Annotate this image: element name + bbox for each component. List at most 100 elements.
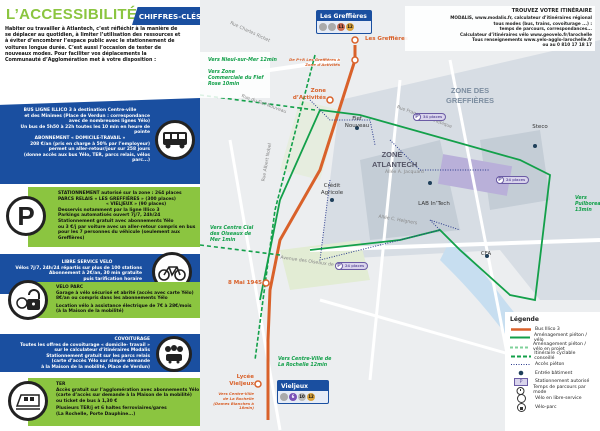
parking-icon: P (6, 196, 46, 236)
bikepark-line-1: Garage à vélo sécurisé et abrité (accès … (56, 290, 194, 296)
bikeshare-line-1: Vélos 7j/7, 24h/24 répartis sur plus de … (15, 265, 142, 271)
stopwatch-icon (510, 386, 530, 395)
bus-line-5: 208 €/an (pris en charge à 50% par l’emp… (30, 141, 150, 147)
legend-entrance: Entrée bâtiment (510, 369, 595, 378)
legend: Légende Bus Illico 3 Aménagement piéton … (505, 312, 600, 431)
legend-time: Temps de parcours par mode (510, 385, 595, 396)
bikepark-line-2: 8€/an ou compris dans les abonnements Yé… (56, 296, 168, 302)
train-line-5: (La Rochelle, Porte Dauphine...) (56, 411, 136, 417)
bikeshare-line-0: LIBRE SERVICE VELO (61, 260, 113, 265)
info-line: tous modes (bus, trains, covoiturage ...… (493, 20, 592, 26)
carpool-icon (156, 336, 192, 372)
legend-label: Bus Illico 3 (535, 326, 560, 332)
title-row: L’ACCESSIBILITÉ CHIFFRES-CLÉS (0, 4, 202, 26)
train-icon (8, 381, 48, 421)
legend-label: Aménagement piéton / vélo en projet (533, 342, 586, 352)
dest-centre-ville: Vers Centre-Ville de La Rochelle 12min (278, 357, 332, 368)
place-steco: Steco (532, 124, 548, 130)
carpool-line-3: Stationnement gratuit sur les parcs rela… (46, 353, 150, 359)
legend-cycle: Itinéraire cyclable conseillé (510, 351, 595, 362)
zone-greffieres-label: ZONE DES GREFFIÈRES (446, 86, 494, 105)
bikepark-line-4: (à la Maison de la mobilité) (56, 309, 124, 315)
parking-line-0: STATIONNEMENT autorisé sur la zone : 264… (58, 191, 182, 196)
line-12-badge: 12 (307, 393, 315, 401)
dest-puilboreau: Vers Puilboreau 13min (575, 196, 600, 213)
legend-project: Aménagement piéton / vélo en projet (510, 342, 595, 352)
train-line-2: (carte d’accès sur demande à la Maison d… (56, 393, 192, 399)
train-block: TER Accès gratuit sur l’agglomération av… (28, 378, 200, 426)
legend-title: Légende (510, 316, 539, 323)
legend-label: Itinéraire cyclable conseillé (534, 351, 576, 362)
bike-lock-icon (8, 280, 48, 320)
legend-green: Aménagement piéton / vélo (510, 333, 595, 343)
legend-label: Temps de parcours par mode (533, 385, 586, 396)
dot-icon (510, 370, 532, 376)
place-fief-nouveau: Fief Nouveau (344, 116, 370, 129)
map[interactable]: ZONE DES GREFFIÈRES ZONE ATLANTECH Fief … (200, 0, 600, 431)
parking-count: 24 places (345, 264, 365, 268)
street-label: Allée A. Jacquard (385, 170, 424, 175)
parking-line-1: PARCS RELAIS « LES GREFFIÈRES » (300 pla… (58, 196, 176, 202)
legend-label: Accès piéton (535, 362, 565, 368)
bus-line-6: permet un aller-retour/jour sur 258 jour… (48, 147, 150, 153)
train-line-4: Plusieurs TER/j et 6 haltes ferroviaires… (56, 406, 167, 412)
parking-count: 24 places (506, 178, 526, 182)
bus-icon (155, 120, 195, 160)
key-figures-badge: CHIFFRES-CLÉS (132, 7, 202, 25)
parking-line-5: Stationnement gratuit avec abonnements Y… (58, 218, 174, 224)
place-lab-intech: LAB In’Tech (418, 201, 450, 207)
parking-line-3: Desservis notamment par la ligne Illico … (58, 207, 160, 213)
south-note: Vers Centre-Ville de La Rochelle (Dames … (213, 391, 254, 411)
bus-line-1: et des Minimes (Place de Verdun : corres… (24, 113, 150, 119)
parking-count: 34 places (423, 115, 443, 119)
stop-8-mai-label: 8 Mai 1945 (227, 280, 262, 286)
zone-atlantech-label: ZONE ATLANTECH (372, 150, 418, 169)
carpool-line-4: (carte d’accès Yélo sur simple demande (51, 359, 150, 365)
bike-park-block: VELO PARC Garage à vélo sécurisé et abri… (28, 282, 200, 318)
page-title: L’ACCESSIBILITÉ (6, 6, 138, 23)
bus-line-2: avec de nombreuses lignes Yélo) (68, 119, 150, 125)
bikepark-line-0: VELO PARC (56, 285, 84, 290)
legend-pedestrian: Accès piéton (510, 361, 595, 370)
parking-icon: P (510, 377, 532, 386)
bus-block: BUS LIGNE ILLICO 3 à destination Centre-… (0, 98, 200, 184)
line-11-badge: 11 (337, 23, 345, 31)
bus-line-3: Un bus de 5h50 à 22h toutes les 10 min e… (20, 124, 150, 136)
parking-line-4: Parkings automatisés ouvert 7j/7, 24h/24 (58, 213, 161, 219)
info-line: MODALIS, www.modalis.fr, calculateur d’i… (450, 15, 592, 21)
train-line-3: ou ticket de bus à 1,30 € (56, 398, 118, 404)
intro-text: Habiter ou travailler à Atlantech, c’est… (5, 27, 181, 64)
legend-label: Stationnement autorisé (535, 379, 590, 385)
info-line: ou au 0 810 17 18 17 (542, 42, 592, 48)
map-base (200, 36, 600, 431)
parking-block: STATIONNEMENT autorisé sur la zone : 264… (28, 187, 200, 247)
bikeshare-line-2: Abonnement à 2€/an, 30 min gratuite (48, 271, 142, 277)
info-panel: L’ACCESSIBILITÉ CHIFFRES-CLÉS Habiter ou… (0, 0, 202, 431)
carpool-line-2: sur le calculateur d’itinéraires Modalis (54, 348, 150, 354)
place-cfa: CFA (480, 251, 492, 257)
stop-box-greffieres[interactable]: Les Greffières 11 12 (316, 10, 372, 34)
legend-bus: Bus Illico 3 (510, 325, 595, 334)
stop-name: Les Greffières (320, 12, 367, 20)
info-link[interactable]: Calculateur d’itinéraires vélo www.geove… (460, 31, 592, 37)
line-12-badge: 12 (346, 23, 354, 31)
dest-oiseaux: Vers Centre Cial des Oiseaux de Mer 1min (210, 226, 254, 243)
bike-park-icon (510, 402, 532, 412)
info-line: temps de parcours, correspondances... (499, 26, 592, 32)
parking-line-6: ou 3 €/j par voiture avec un aller-retou… (58, 224, 196, 230)
stop-box-vieljeux[interactable]: Vieljeux 6 10 12 (277, 380, 329, 404)
bikeshare-line-3: puis tarification horaire (83, 276, 142, 282)
stop-name: Vieljeux (281, 382, 308, 390)
legend-label: Vélo en libre-service (535, 396, 582, 402)
carpool-line-0: COVOITURAGE (114, 337, 150, 342)
dest-nieul: Vers Nieul-sur-Mer 12min (208, 58, 277, 63)
bus-line-0: BUS LIGNE ILLICO 3 à destination Centre-… (23, 108, 137, 113)
place-credit-agricole: Crédit Agricole (320, 183, 344, 196)
parking-line-7: pour les 7 personnes du véhicule (seulem… (58, 230, 180, 241)
train-line-0: TER (56, 382, 66, 387)
info-link[interactable]: Tous renseignements www.yelo-agglo-laroc… (472, 37, 592, 43)
legend-bikepark: Vélo-parc (510, 402, 595, 412)
